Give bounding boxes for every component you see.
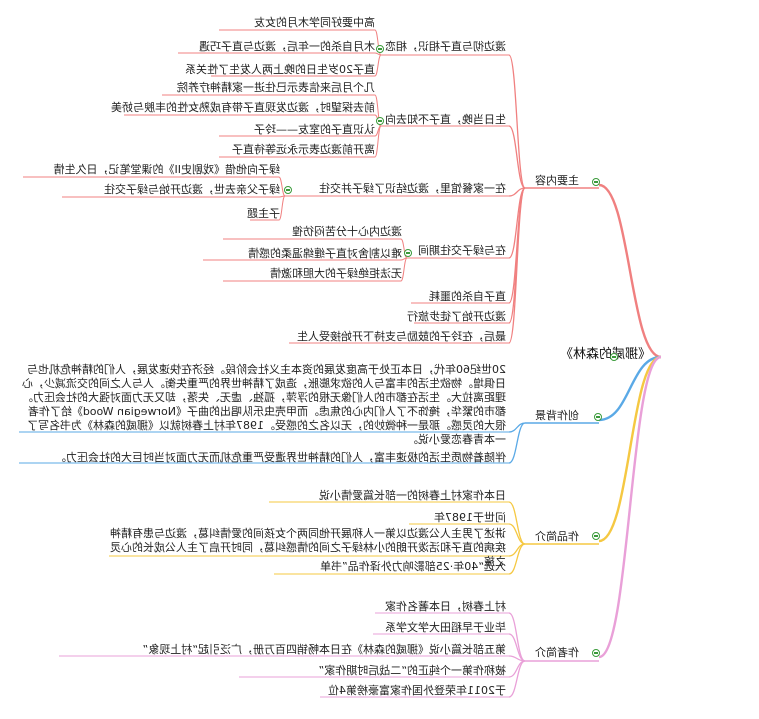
- topic-author-school[interactable]: 毕业于早稻田大学文学系: [385, 621, 506, 634]
- collapse-toggle-icon[interactable]: [592, 649, 600, 657]
- branch-work-intro[interactable]: 作品简介: [535, 530, 579, 543]
- topic-background-text[interactable]: 20世纪60年代，日本正处于高度发展的资本主义社会阶段。经济在快速发展，人们的精…: [22, 363, 506, 446]
- leaf-topic[interactable]: 渡边内心十分苦闷彷徨: [292, 225, 402, 238]
- topic-author-rank[interactable]: 于2011年荣登外国作家富豪榜第4位: [328, 684, 506, 697]
- collapse-toggle-icon[interactable]: [284, 186, 292, 194]
- leaf-topic[interactable]: 直子20岁生日的晚上两人发生了性关系: [185, 63, 375, 76]
- topic-accept-life[interactable]: 最后，在玲子的鼓励与支持下开始接受人生: [297, 330, 506, 343]
- leaf-topic[interactable]: 无法拒绝绿子的大胆和激情: [270, 267, 402, 280]
- topic-work-genre[interactable]: 日本作家村上春树的一部长篇爱情小说: [319, 489, 506, 502]
- leaf-topic[interactable]: 木月自杀的一年后，渡边与直子巧遇: [199, 40, 375, 53]
- topic-work-year[interactable]: 问世于1987年: [434, 511, 506, 524]
- topic-naoko-suicide[interactable]: 直子自杀的噩耗: [429, 290, 506, 303]
- topic-birthday-missing[interactable]: 生日当晚，直子不知去向: [385, 113, 506, 126]
- leaf-topic[interactable]: 几个月后来信表示已住进一家精神疗养院: [177, 81, 375, 94]
- collapse-toggle-icon[interactable]: [404, 249, 412, 257]
- branch-author-intro[interactable]: 作者简介: [535, 646, 579, 659]
- leaf-topic[interactable]: 高中要好同学木月的女友: [254, 16, 375, 29]
- leaf-topic[interactable]: 绿子向他借《戏剧史II》的课堂笔记，日久生情: [53, 163, 281, 176]
- branch-main-content[interactable]: 主要内容: [535, 174, 579, 187]
- leaf-topic[interactable]: 难以割舍对直子缠绵温柔的感情: [248, 247, 402, 260]
- topic-walking-trip[interactable]: 渡边开始了徒步旅行: [407, 310, 506, 323]
- collapse-toggle-icon[interactable]: [376, 117, 384, 125]
- topic-background-summary[interactable]: 伴随着物质生活的极速丰富，人们的精神世界遭受严重危机而无力面对当时巨大的社会压力…: [55, 451, 506, 464]
- topic-meet-midori[interactable]: 在一家餐馆里，渡边结识了绿子并交往: [319, 182, 506, 195]
- leaf-topic[interactable]: 前去探望时，渡边发现直子带有成熟女性的丰腴与娇美: [111, 101, 375, 114]
- topic-author-novel[interactable]: 第五部长篇小说《挪威的森林》在日本畅销四百万册，广泛引起“村上现象”: [142, 643, 506, 656]
- collapse-toggle-icon[interactable]: [594, 413, 602, 421]
- root-topic[interactable]: 《挪威的森林》: [559, 347, 651, 362]
- topic-work-award[interactable]: 入选“40年·25部影响力外译作品”书单: [320, 560, 506, 573]
- branch-background[interactable]: 创作背景: [535, 409, 579, 422]
- leaf-topic[interactable]: 绿子父亲去世，渡边开始与绿子交往: [104, 183, 280, 196]
- topic-author-title[interactable]: 被称作第一个纯正的“二战后时期作家”: [318, 664, 506, 677]
- collapse-toggle-icon[interactable]: [592, 532, 600, 540]
- collapse-toggle-icon[interactable]: [592, 178, 600, 186]
- topic-meet-and-love[interactable]: 渡边彻与直子相识，相恋: [385, 40, 506, 53]
- collapse-toggle-icon[interactable]: [376, 45, 384, 53]
- leaf-topic[interactable]: 认识直子的室友——玲子: [254, 123, 375, 136]
- leaf-topic[interactable]: 离开前渡边表示永远等待直子: [232, 143, 375, 156]
- collapse-toggle-icon[interactable]: [610, 353, 618, 361]
- topic-author-name[interactable]: 村上春树，日本著名作家: [385, 600, 506, 613]
- topic-dating-midori[interactable]: 在与绿子交往期间: [418, 244, 506, 257]
- leaf-topic[interactable]: 子主题: [247, 207, 280, 220]
